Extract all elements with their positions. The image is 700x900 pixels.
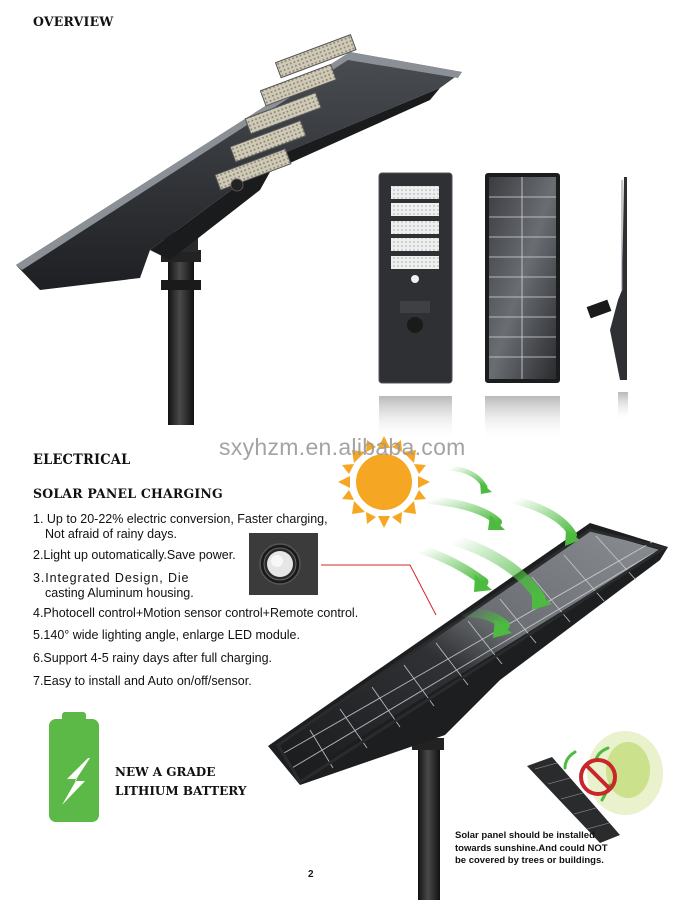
feature-item-7: 7.Easy to install and Auto on/off/sensor… [33, 674, 252, 688]
do-not-cover-diagram [527, 731, 663, 843]
feature-item-3: 3.Integrated Design, Die casting Aluminu… [33, 571, 194, 600]
side-view-image [586, 177, 628, 422]
feature-item-1: 1. Up to 20-22% electric conversion, Fas… [33, 512, 328, 541]
prohibited-icon [579, 758, 617, 796]
page-number: 2 [308, 869, 314, 880]
sunlight-arrows [417, 465, 577, 630]
solar-panel-charging-heading: SOLAR PANEL CHARGING [33, 485, 223, 502]
feature-item-4: 4.Photocell control+Motion sensor contro… [33, 606, 359, 620]
feature-item-6: 6.Support 4-5 rainy days after full char… [33, 651, 273, 665]
sensor-callout-line [321, 564, 437, 616]
watermark: sxyhzm.en.alibaba.com [219, 434, 466, 460]
electrical-heading: ELECTRICAL [33, 452, 131, 469]
feature-item-2: 2.Light up outomatically.Save power. [33, 548, 236, 562]
arrow-heads [474, 482, 580, 638]
solar-panel-image [268, 523, 668, 900]
perspective-view-image [16, 34, 462, 425]
sun-icon [338, 436, 430, 528]
installation-note: Solar panel should be installed towards … [455, 830, 608, 866]
back-view-image [485, 173, 560, 441]
battery-label: NEW A GRADE LITHIUM BATTERY [115, 765, 247, 798]
overview-heading: OVERVIEW [33, 13, 114, 30]
battery-charging-icon [49, 712, 99, 822]
motion-sensor-inset [249, 533, 318, 595]
front-view-image [378, 172, 453, 441]
feature-item-5: 5.140° wide lighting angle, enlarge LED … [33, 628, 300, 642]
